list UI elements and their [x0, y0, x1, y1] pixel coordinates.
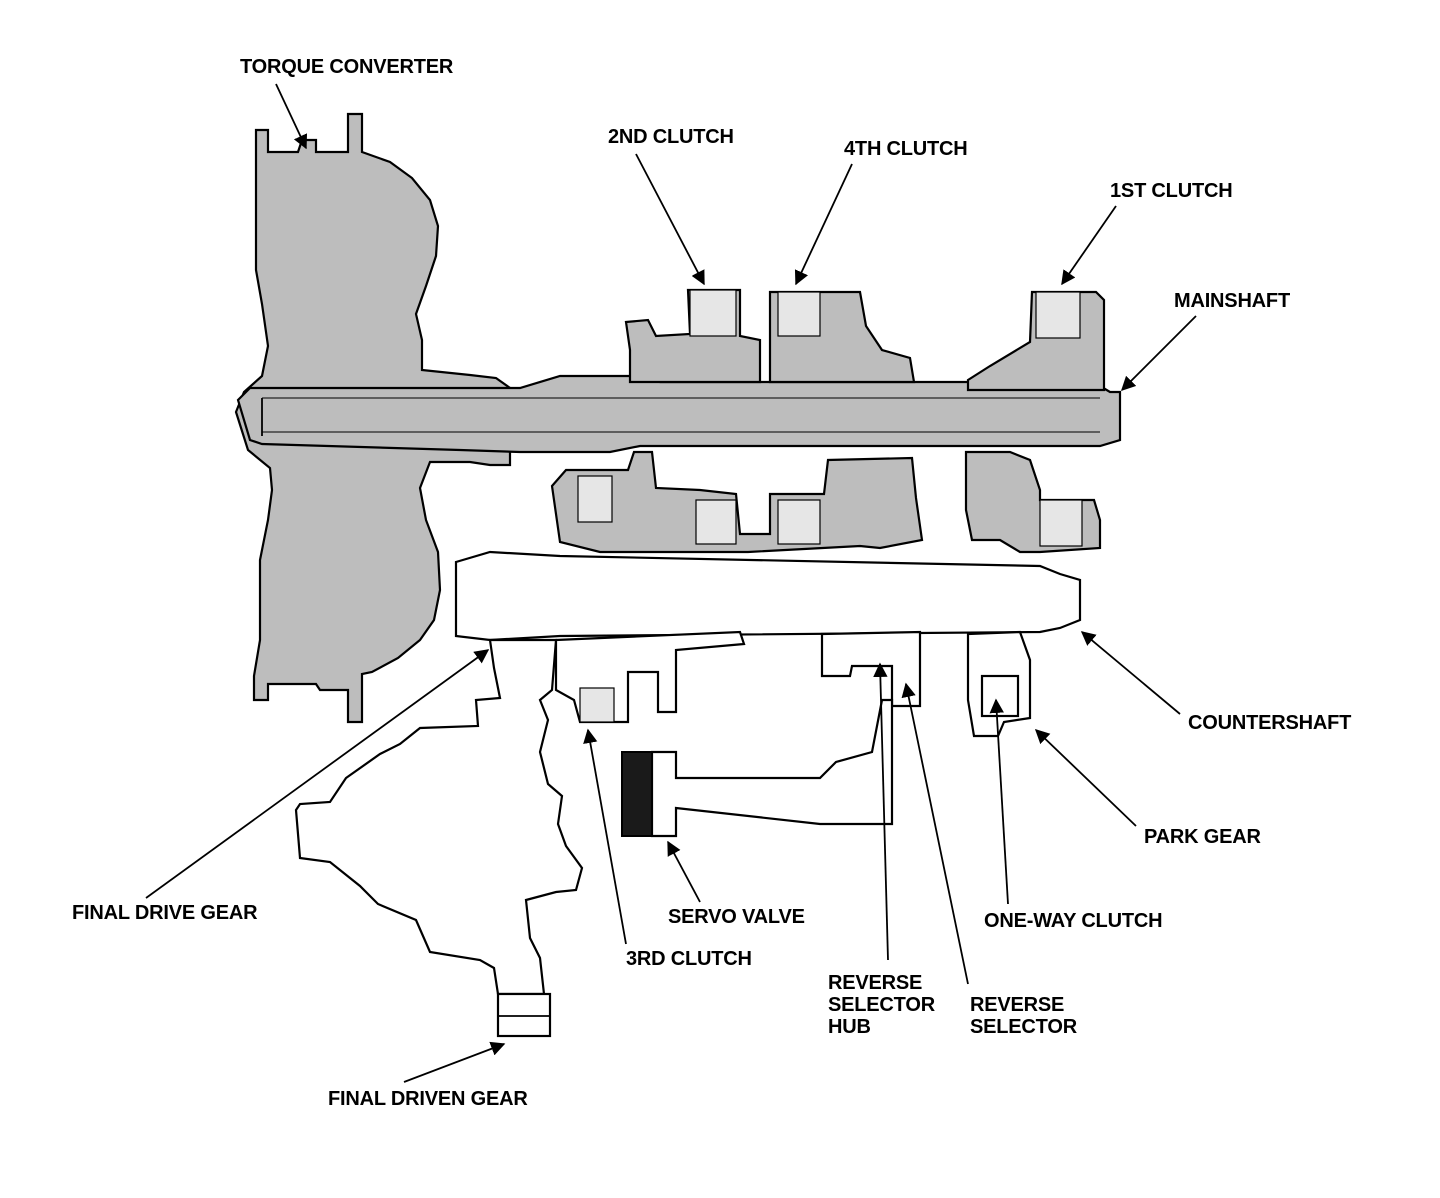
final-drive-gear-shape [294, 638, 584, 996]
label-reverse-selector-hub-line-1: REVERSE [828, 972, 923, 994]
label-3rd-clutch: 3RD CLUTCH [626, 948, 752, 970]
label-countershaft: COUNTERSHAFT [1188, 712, 1352, 734]
servo-valve-body [621, 751, 653, 837]
label-1st-clutch: 1ST CLUTCH [1110, 180, 1233, 202]
label-reverse-selector-line-1: REVERSE [970, 994, 1065, 1016]
label-reverse-selector: REVERSE SELECTOR [970, 994, 1077, 1038]
countershaft-shape [454, 550, 1082, 642]
label-reverse-selector-hub-line-3: HUB [828, 1016, 871, 1038]
mainshaft-shape [236, 374, 1122, 454]
servo-valve-stem [650, 698, 894, 838]
label-reverse-selector-hub-line-2: SELECTOR [828, 994, 935, 1016]
label-final-drive-gear: FINAL DRIVE GEAR [72, 902, 258, 924]
label-final-driven-gear: FINAL DRIVEN GEAR [328, 1088, 528, 1110]
label-one-way-clutch: ONE-WAY CLUTCH [984, 910, 1163, 932]
label-reverse-selector-hub: REVERSE SELECTOR HUB [828, 972, 935, 1038]
label-servo-valve: SERVO VALVE [668, 906, 805, 928]
label-4th-clutch: 4TH CLUTCH [844, 138, 968, 160]
reverse-selector-area-shape [820, 630, 922, 708]
final-driven-gear-shape [496, 992, 552, 1038]
label-torque-converter: TORQUE CONVERTER [240, 56, 454, 78]
mainshaft-lower-clutches-shape [550, 450, 924, 554]
label-mainshaft: MAINSHAFT [1174, 290, 1290, 312]
label-reverse-selector-line-2: SELECTOR [970, 1016, 1077, 1038]
label-park-gear: PARK GEAR [1144, 826, 1261, 848]
label-2nd-clutch: 2ND CLUTCH [608, 126, 734, 148]
